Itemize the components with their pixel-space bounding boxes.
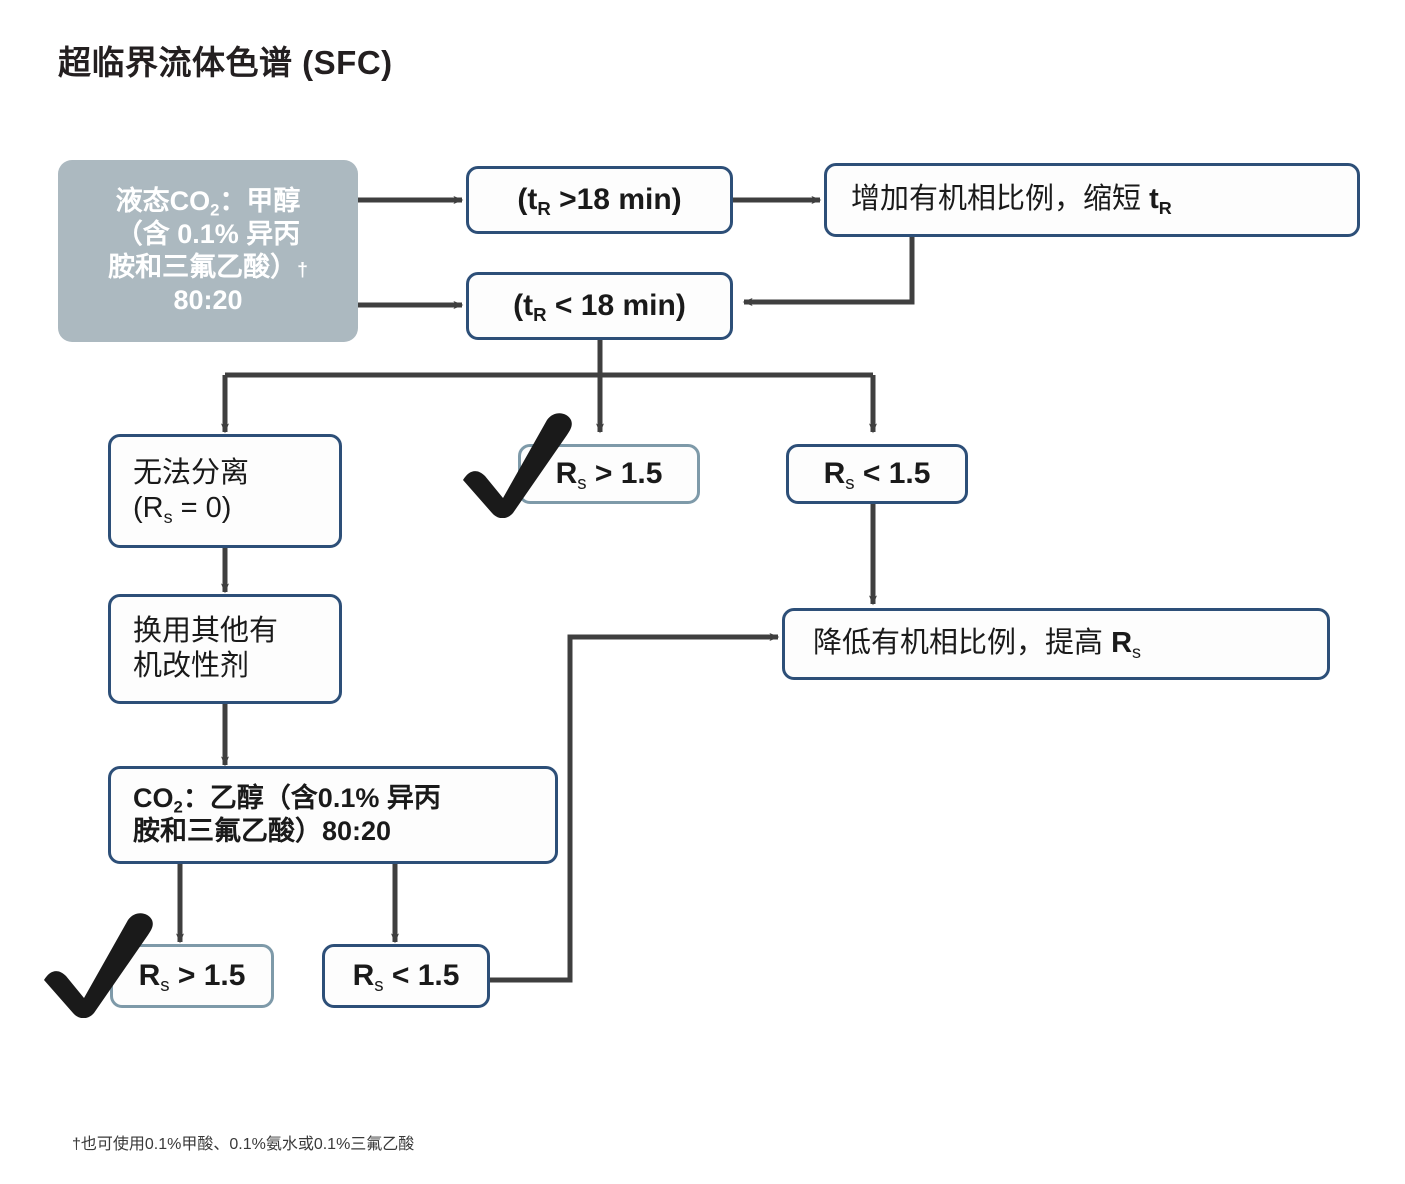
start-dagger: † — [297, 259, 308, 281]
tr-short-pre: (t — [513, 288, 534, 322]
rs-bad-top-sub: s — [845, 471, 855, 493]
rs-bad-top-pre: R — [823, 456, 846, 490]
rs-good-top-post: > 1.5 — [586, 456, 663, 490]
node-start-mobile-phase[interactable]: 液态CO2：甲醇 （含 0.1% 异丙 胺和三氟乙酸）† 80:20 — [58, 160, 358, 342]
node-decrease-organic[interactable]: 降低有机相比例，提高 Rs — [782, 608, 1330, 680]
increase-tr: t — [1149, 183, 1159, 216]
tr-short-post: < 18 min) — [546, 288, 686, 322]
node-rs-good-bottom[interactable]: Rs > 1.5 — [110, 944, 274, 1008]
rs-good-top-sub: s — [577, 471, 587, 493]
node-ethanol-mobile-phase[interactable]: CO2：乙醇（含0.1% 异丙 胺和三氟乙酸）80:20 — [108, 766, 558, 864]
node-rs-bad-bottom[interactable]: Rs < 1.5 — [322, 944, 490, 1008]
start-line2: （含 0.1% 异丙 — [115, 219, 301, 250]
ethanol-line1-pre: CO — [133, 783, 174, 814]
node-change-modifier[interactable]: 换用其他有 机改性剂 — [108, 594, 342, 704]
ethanol-line2: 胺和三氟乙酸）80:20 — [133, 816, 392, 846]
rs-good-bottom-sub: s — [160, 973, 170, 995]
start-line3: 胺和三氟乙酸） — [108, 252, 298, 282]
footnote-text: †也可使用0.1%甲酸、0.1%氨水或0.1%三氟乙酸 — [72, 1136, 415, 1153]
start-line1-rest: ：甲醇 — [219, 186, 301, 217]
start-line1: 液态CO — [115, 186, 211, 217]
nosep-line2-pre: (R — [133, 492, 164, 524]
nosep-line1: 无法分离 — [133, 456, 250, 489]
tr-long-sub: R — [537, 197, 551, 219]
node-rs-good-top[interactable]: Rs > 1.5 — [518, 444, 700, 504]
ethanol-line1-post: ：乙醇（含0.1% 异丙 — [182, 783, 441, 814]
increase-tr-sub: R — [1158, 198, 1172, 219]
start-line1-sub: 2 — [210, 200, 220, 220]
rs-bad-top-post: < 1.5 — [854, 456, 931, 490]
tr-long-pre: (t — [517, 182, 538, 216]
rs-good-bottom-post: > 1.5 — [169, 958, 246, 992]
node-rs-bad-top[interactable]: Rs < 1.5 — [786, 444, 968, 504]
node-tr-long[interactable]: (tR >18 min) — [466, 166, 733, 234]
rs-good-top-pre: R — [555, 456, 578, 490]
decrease-text: 降低有机相比例，提高 — [813, 627, 1112, 660]
decrease-rs-sub: s — [1132, 642, 1141, 663]
decrease-rs: R — [1111, 627, 1133, 660]
node-increase-organic[interactable]: 增加有机相比例，缩短 tR — [824, 163, 1360, 237]
nosep-line2-sub: s — [163, 506, 173, 527]
modifier-line2: 机改性剂 — [133, 650, 250, 682]
tr-long-post: >18 min) — [550, 182, 682, 216]
tr-short-sub: R — [533, 303, 547, 325]
rs-bad-bottom-sub: s — [374, 973, 384, 995]
rs-bad-bottom-pre: R — [352, 958, 375, 992]
start-line4: 80:20 — [173, 284, 243, 315]
rs-bad-bottom-post: < 1.5 — [383, 958, 460, 992]
page-title: 超临界流体色谱 (SFC) — [58, 44, 393, 81]
ethanol-line1-sub: 2 — [173, 797, 183, 817]
node-no-separation[interactable]: 无法分离 (Rs = 0) — [108, 434, 342, 548]
edge-increase-feedback-to-tr-short — [742, 237, 915, 306]
node-tr-short[interactable]: (tR < 18 min) — [466, 272, 733, 340]
nosep-line2-post: = 0) — [172, 492, 232, 524]
increase-text: 增加有机相比例，缩短 — [851, 183, 1150, 216]
rs-good-bottom-pre: R — [138, 958, 161, 992]
modifier-line1: 换用其他有 — [133, 614, 279, 647]
